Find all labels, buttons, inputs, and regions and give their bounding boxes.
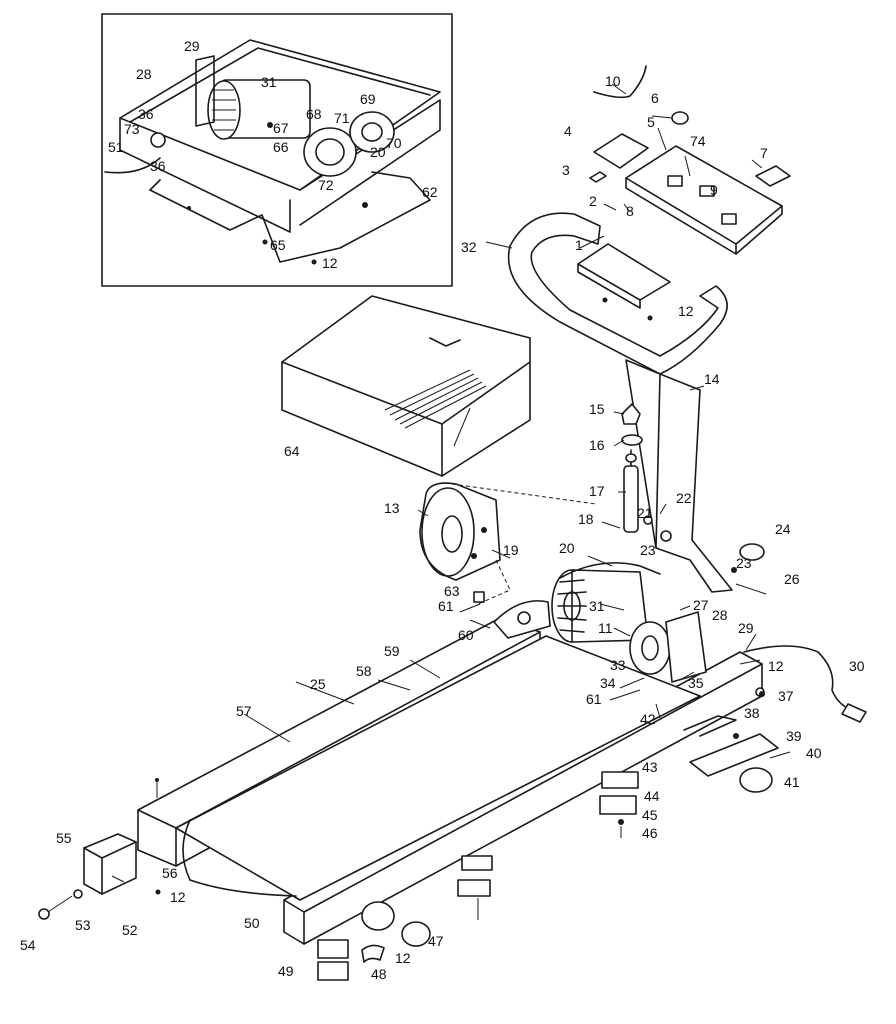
callout-label: 15 <box>589 401 605 417</box>
callout-label: 26 <box>784 571 800 587</box>
callout-labels: 1 2 3 4 5 6 7 8 9 10 11 12 12 12 12 12 1… <box>20 38 865 982</box>
console-assembly <box>589 65 791 255</box>
callout-label: 27 <box>693 597 709 613</box>
callout-label: 30 <box>849 658 865 674</box>
callout-label: 12 <box>170 889 186 905</box>
handlebar-upright <box>507 212 733 593</box>
callout-label: 12 <box>322 255 338 271</box>
callout-label: 11 <box>598 620 613 636</box>
callout-label: 63 <box>444 583 460 599</box>
callout-label: 16 <box>589 437 605 453</box>
callout-label: 12 <box>768 658 784 674</box>
callout-label: 65 <box>270 237 286 253</box>
callout-label: 24 <box>775 521 791 537</box>
callout-label: 56 <box>162 865 178 881</box>
motor-hood <box>281 295 531 477</box>
callout-label: 48 <box>371 966 387 982</box>
callout-label: 18 <box>578 511 594 527</box>
callout-label: 20 <box>370 144 386 160</box>
callout-label: 61 <box>586 691 602 707</box>
leader-lines <box>243 83 763 743</box>
incline-shock <box>601 403 672 542</box>
callout-label: 10 <box>605 73 621 89</box>
callout-label: 36 <box>138 106 154 122</box>
callout-label: 44 <box>644 788 660 804</box>
callout-label: 59 <box>384 643 400 659</box>
callout-label: 40 <box>806 745 822 761</box>
callout-label: 22 <box>676 490 692 506</box>
callout-label: 49 <box>278 963 294 979</box>
callout-label: 58 <box>356 663 372 679</box>
callout-label: 45 <box>642 807 658 823</box>
callout-label: 12 <box>678 303 694 319</box>
callout-label: 72 <box>318 177 334 193</box>
callout-label: 47 <box>428 933 444 949</box>
callout-label: 37 <box>778 688 794 704</box>
callout-label: 17 <box>589 483 605 499</box>
callout-label: 64 <box>284 443 300 459</box>
callout-label: 60 <box>458 627 474 643</box>
callout-label: 9 <box>710 182 718 198</box>
callout-label: 14 <box>704 371 720 387</box>
callout-label: 28 <box>136 66 152 82</box>
callout-label: 1 <box>575 237 583 253</box>
callout-label: 5 <box>647 114 655 130</box>
callout-label: 8 <box>626 203 634 219</box>
callout-label: 13 <box>384 500 400 516</box>
callout-label: 35 <box>688 675 704 691</box>
callout-label: 36 <box>150 158 166 174</box>
callout-label: 74 <box>690 133 706 149</box>
callout-label: 71 <box>334 110 350 126</box>
callout-label: 19 <box>503 542 519 558</box>
callout-label: 61 <box>438 598 454 614</box>
callout-label: 53 <box>75 917 91 933</box>
callout-label: 62 <box>422 184 438 200</box>
callout-label: 66 <box>273 139 289 155</box>
callout-label: 50 <box>244 915 260 931</box>
callout-label: 42 <box>640 711 656 727</box>
callout-label: 32 <box>461 239 477 255</box>
callout-label: 67 <box>273 120 289 136</box>
callout-label: 31 <box>261 74 277 90</box>
callout-label: 3 <box>562 162 570 178</box>
callout-label: 7 <box>760 145 768 161</box>
callout-label: 21 <box>637 505 653 521</box>
callout-label: 38 <box>744 705 760 721</box>
callout-label: 29 <box>738 620 754 636</box>
callout-label: 69 <box>360 91 376 107</box>
callout-label: 54 <box>20 937 36 953</box>
callout-label: 12 <box>395 950 411 966</box>
callout-label: 6 <box>651 90 659 106</box>
callout-label: 43 <box>642 759 658 775</box>
callout-label: 73 <box>124 121 140 137</box>
treadmill-frame <box>38 543 867 981</box>
callout-label: 23 <box>640 542 656 558</box>
callout-label: 25 <box>310 676 326 692</box>
callout-label: 41 <box>784 774 800 790</box>
callout-label: 51 <box>108 139 124 155</box>
callout-label: 28 <box>712 607 728 623</box>
callout-label: 52 <box>122 922 138 938</box>
callout-label: 31 <box>589 598 605 614</box>
callout-label: 57 <box>236 703 252 719</box>
callout-label: 23 <box>736 555 752 571</box>
callout-label: 33 <box>610 657 626 673</box>
callout-label: 39 <box>786 728 802 744</box>
callout-label: 4 <box>564 123 572 139</box>
callout-label: 29 <box>184 38 200 54</box>
inset-detail <box>101 13 453 287</box>
callout-label: 2 <box>589 193 597 209</box>
callout-label: 68 <box>306 106 322 122</box>
roller-cap <box>419 482 597 605</box>
callout-label: 70 <box>386 135 402 151</box>
callout-label: 46 <box>642 825 658 841</box>
callout-label: 34 <box>600 675 616 691</box>
callout-label: 20 <box>559 540 575 556</box>
callout-label: 55 <box>56 830 72 846</box>
